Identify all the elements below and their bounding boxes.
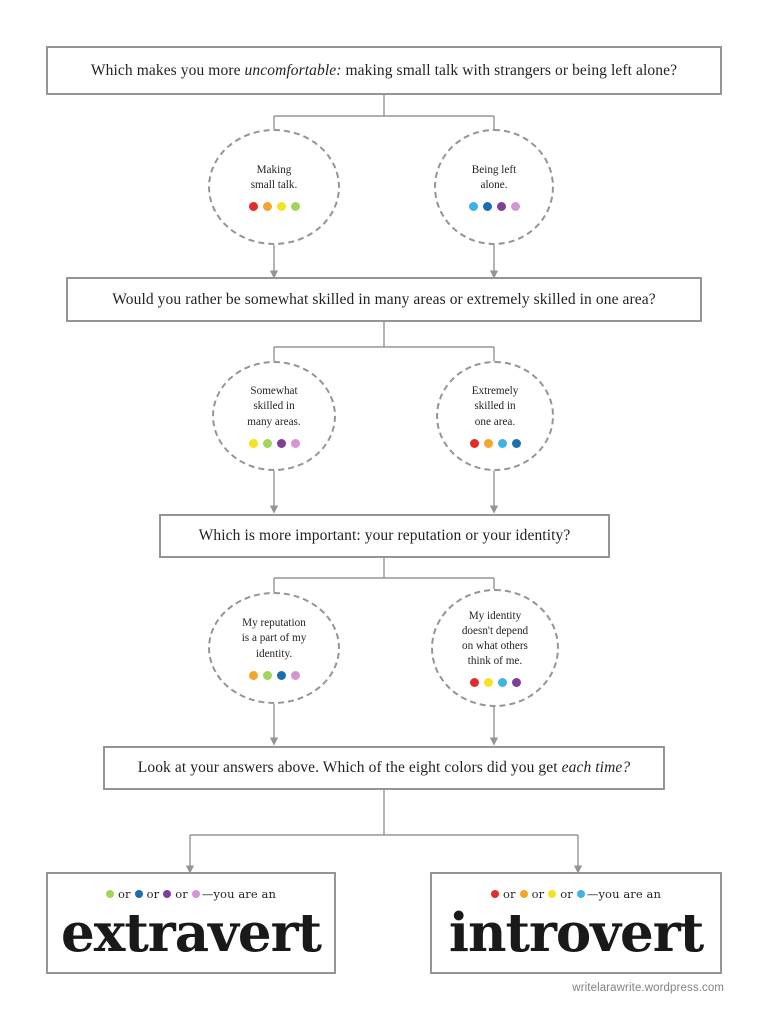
color-dot-pink [510, 202, 520, 212]
legend-separator: or [560, 886, 573, 901]
question-box-1: Which makes you more uncomfortable: maki… [46, 46, 722, 95]
color-dot-orange [248, 670, 258, 680]
legend-separator: or [175, 886, 188, 901]
legend-separator: or [531, 886, 545, 901]
color-dot-lightblue [497, 438, 507, 448]
question-2-text: Would you rather be somewhat skilled in … [112, 290, 656, 308]
question-4-text: Look at your answers above. Which of the… [137, 759, 631, 777]
color-dot-pink [191, 889, 200, 898]
color-dot-red [490, 889, 499, 898]
color-dot-darkblue [511, 438, 521, 448]
legend-separator: or [502, 886, 516, 901]
color-dot-yellow [248, 438, 258, 448]
legend-separator: or [146, 886, 160, 901]
color-dot-pink [290, 670, 300, 680]
color-dot-green [262, 438, 272, 448]
extravert-label: extravert [61, 901, 322, 964]
color-dot-yellow [483, 678, 493, 688]
color-dot-purple [163, 889, 172, 898]
answer-color-dots [468, 202, 520, 212]
color-dot-darkblue [482, 202, 492, 212]
color-dot-darkblue [276, 670, 286, 680]
question-4-emphasis: each time? [561, 759, 631, 777]
question-1-text: Which makes you more uncomfortable: maki… [90, 61, 678, 79]
answer-color-dots [469, 438, 521, 448]
color-dot-yellow [548, 889, 557, 898]
color-dot-red [469, 438, 479, 448]
legend-tail: —you are an [586, 886, 662, 901]
question-1-emphasis: uncomfortable: [244, 61, 342, 79]
legend-tail: —you are an [201, 886, 277, 901]
answer-color-dots [469, 678, 521, 688]
color-dot-purple [496, 202, 506, 212]
color-dot-purple [511, 678, 521, 688]
question-box-2: Would you rather be somewhat skilled in … [66, 277, 702, 322]
question-box-3: Which is more important: your reputation… [159, 514, 610, 558]
question-box-4: Look at your answers above. Which of the… [103, 746, 665, 790]
answer-color-dots [248, 438, 300, 448]
color-dot-green [105, 889, 114, 898]
answer-color-dots [248, 202, 300, 212]
answer-color-dots [248, 670, 300, 680]
question-3-text: Which is more important: your reputation… [198, 527, 571, 545]
introvert-label: introvert [448, 901, 704, 964]
color-dot-darkblue [134, 889, 143, 898]
color-dot-yellow [276, 202, 286, 212]
color-dot-red [248, 202, 258, 212]
color-dot-purple [276, 438, 286, 448]
color-dot-green [290, 202, 300, 212]
color-dot-lightblue [468, 202, 478, 212]
color-dot-lightblue [497, 678, 507, 688]
color-dot-lightblue [576, 889, 585, 898]
color-dot-red [469, 678, 479, 688]
color-dot-pink [290, 438, 300, 448]
legend-separator: or [117, 886, 131, 901]
footer-url[interactable]: writelarawrite.wordpress.com [572, 982, 724, 994]
color-dot-green [262, 670, 272, 680]
color-dot-orange [483, 438, 493, 448]
color-dot-orange [519, 889, 528, 898]
color-dot-orange [262, 202, 272, 212]
